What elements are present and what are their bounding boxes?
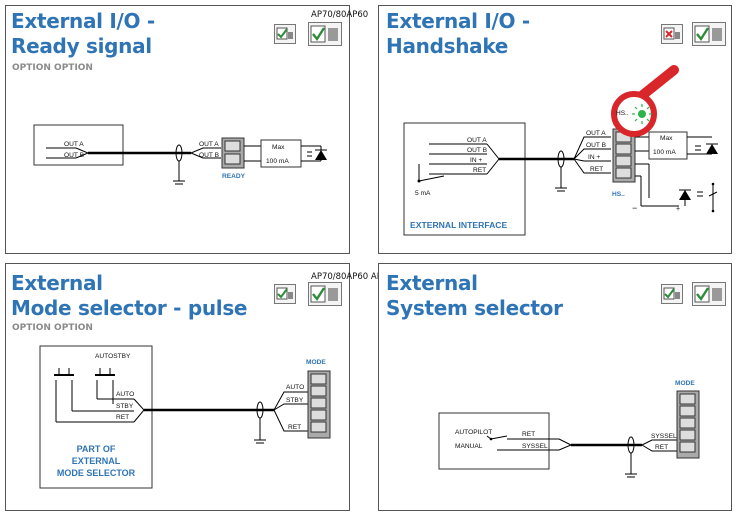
label-autostby: AUTOSTBY [95, 353, 131, 360]
label-autopilot: AUTOPILOT [455, 429, 492, 436]
panel-title-line1: External [11, 271, 103, 295]
check-icon [276, 287, 293, 300]
autopilot-unit-icon [328, 28, 338, 41]
label-ret-right: RET [655, 444, 668, 451]
autopilot-unit-icon [328, 288, 338, 301]
panel-title-line1: External I/O - [386, 9, 530, 33]
label-syssel-right: SYSSEL [651, 433, 677, 440]
plus-sign: + [676, 206, 680, 213]
connector-label: HS.. [612, 191, 625, 198]
label-current: 100 mA [266, 158, 289, 165]
cross-icon [663, 27, 680, 40]
panel-ready-signal: External I/O - Ready signal OPTION OPTIO… [5, 5, 368, 254]
compat-button-2[interactable] [308, 22, 342, 46]
panel-title-line2: System selector [386, 296, 563, 320]
ready-signal-diagram: OUT A OUT B OUT A OUT B READY Max 100 mA [33, 124, 327, 185]
box-label-line3: MODE SELECTOR [57, 468, 136, 478]
panel-title-line2: Mode selector - pulse [11, 296, 248, 320]
check-icon [276, 27, 293, 40]
panel-handshake: External I/O - Handshake 5 mA [378, 5, 732, 254]
label-ret-right: RET [288, 424, 301, 431]
check-icon [663, 287, 680, 300]
label-out-b: OUT B [64, 152, 85, 159]
label-max: Max [272, 144, 285, 151]
panel-mode-selector: External Mode selector - pulse OPTION OP… [5, 263, 428, 511]
label-manual: MANUAL [455, 443, 483, 450]
box-label-line1: PART OF [77, 444, 116, 454]
label-out-b: OUT B [467, 147, 488, 154]
check-icon [694, 25, 722, 43]
system-selector-diagram: AUTOPILOT MANUAL RET SYSSEL MODE SYSSEL … [438, 380, 700, 478]
label-in-plus-right: IN + [588, 154, 600, 161]
panel-title-line2: Ready signal [11, 34, 152, 58]
panel-title-line1: External I/O - [11, 9, 155, 33]
label-in-plus: IN + [470, 157, 482, 164]
panel-subtitle: OPTION OPTION [12, 63, 93, 73]
check-icon [310, 285, 338, 303]
label-syssel: SYSSEL [522, 443, 548, 450]
label-out-a: OUT A [467, 137, 487, 144]
label-current: 100 mA [653, 149, 676, 156]
compat-button-2[interactable] [308, 282, 342, 306]
label-stby-right: STBY [286, 397, 304, 404]
label-stby: STBY [116, 403, 134, 410]
connector-label: MODE [675, 380, 695, 387]
compat-button-2[interactable] [692, 282, 726, 306]
label-out-a-right: OUT A [199, 141, 219, 148]
panel-subtitle: OPTION OPTION [12, 323, 93, 333]
minus-sign: − [632, 203, 637, 213]
label-ret: RET [116, 414, 129, 421]
panel-system-selector: External System selector AUTOPILOT MANUA… [378, 263, 732, 511]
mode-selector-diagram: AUTOSTBY AUTO STBY RET PART OF EXTERNAL … [39, 345, 331, 489]
magnifier-label: HS.. [616, 110, 629, 117]
magnifier-icon: HS.. [611, 65, 679, 137]
autopilot-unit-icon [712, 288, 722, 301]
compat-button-2[interactable] [692, 22, 726, 46]
label-out-b-right: OUT B [586, 142, 607, 149]
compat-button-1[interactable] [661, 284, 683, 304]
label-ret: RET [522, 431, 535, 438]
compat-button-1[interactable] [661, 24, 683, 44]
label-max: Max [660, 135, 673, 142]
autopilot-unit-icon [712, 28, 722, 41]
label-current-in: 5 mA [415, 190, 431, 197]
label-ret: RET [473, 167, 486, 174]
connector-label: READY [222, 173, 246, 180]
label-auto-right: AUTO [286, 384, 304, 391]
model-label: AP70/80AP60 [311, 10, 369, 20]
external-interface-label: EXTERNAL INTERFACE [410, 220, 508, 230]
box-label-line2: EXTERNAL [72, 456, 121, 466]
panel-title-line1: External [386, 271, 478, 295]
check-icon [694, 285, 722, 303]
connector-label: MODE [306, 359, 326, 366]
check-icon [310, 25, 338, 43]
label-auto: AUTO [116, 391, 134, 398]
handshake-diagram: 5 mA OUT A OUT B I [403, 65, 718, 236]
label-out-a-right: OUT A [586, 130, 606, 137]
label-out-b-right: OUT B [199, 152, 220, 159]
compat-button-1[interactable] [274, 284, 296, 304]
label-ret-right: RET [590, 166, 603, 173]
compat-button-1[interactable] [274, 24, 296, 44]
panel-title-line2: Handshake [386, 34, 509, 58]
label-out-a: OUT A [64, 141, 84, 148]
model-label: AP70/80AP60 AP70/80AP60 [311, 272, 429, 282]
